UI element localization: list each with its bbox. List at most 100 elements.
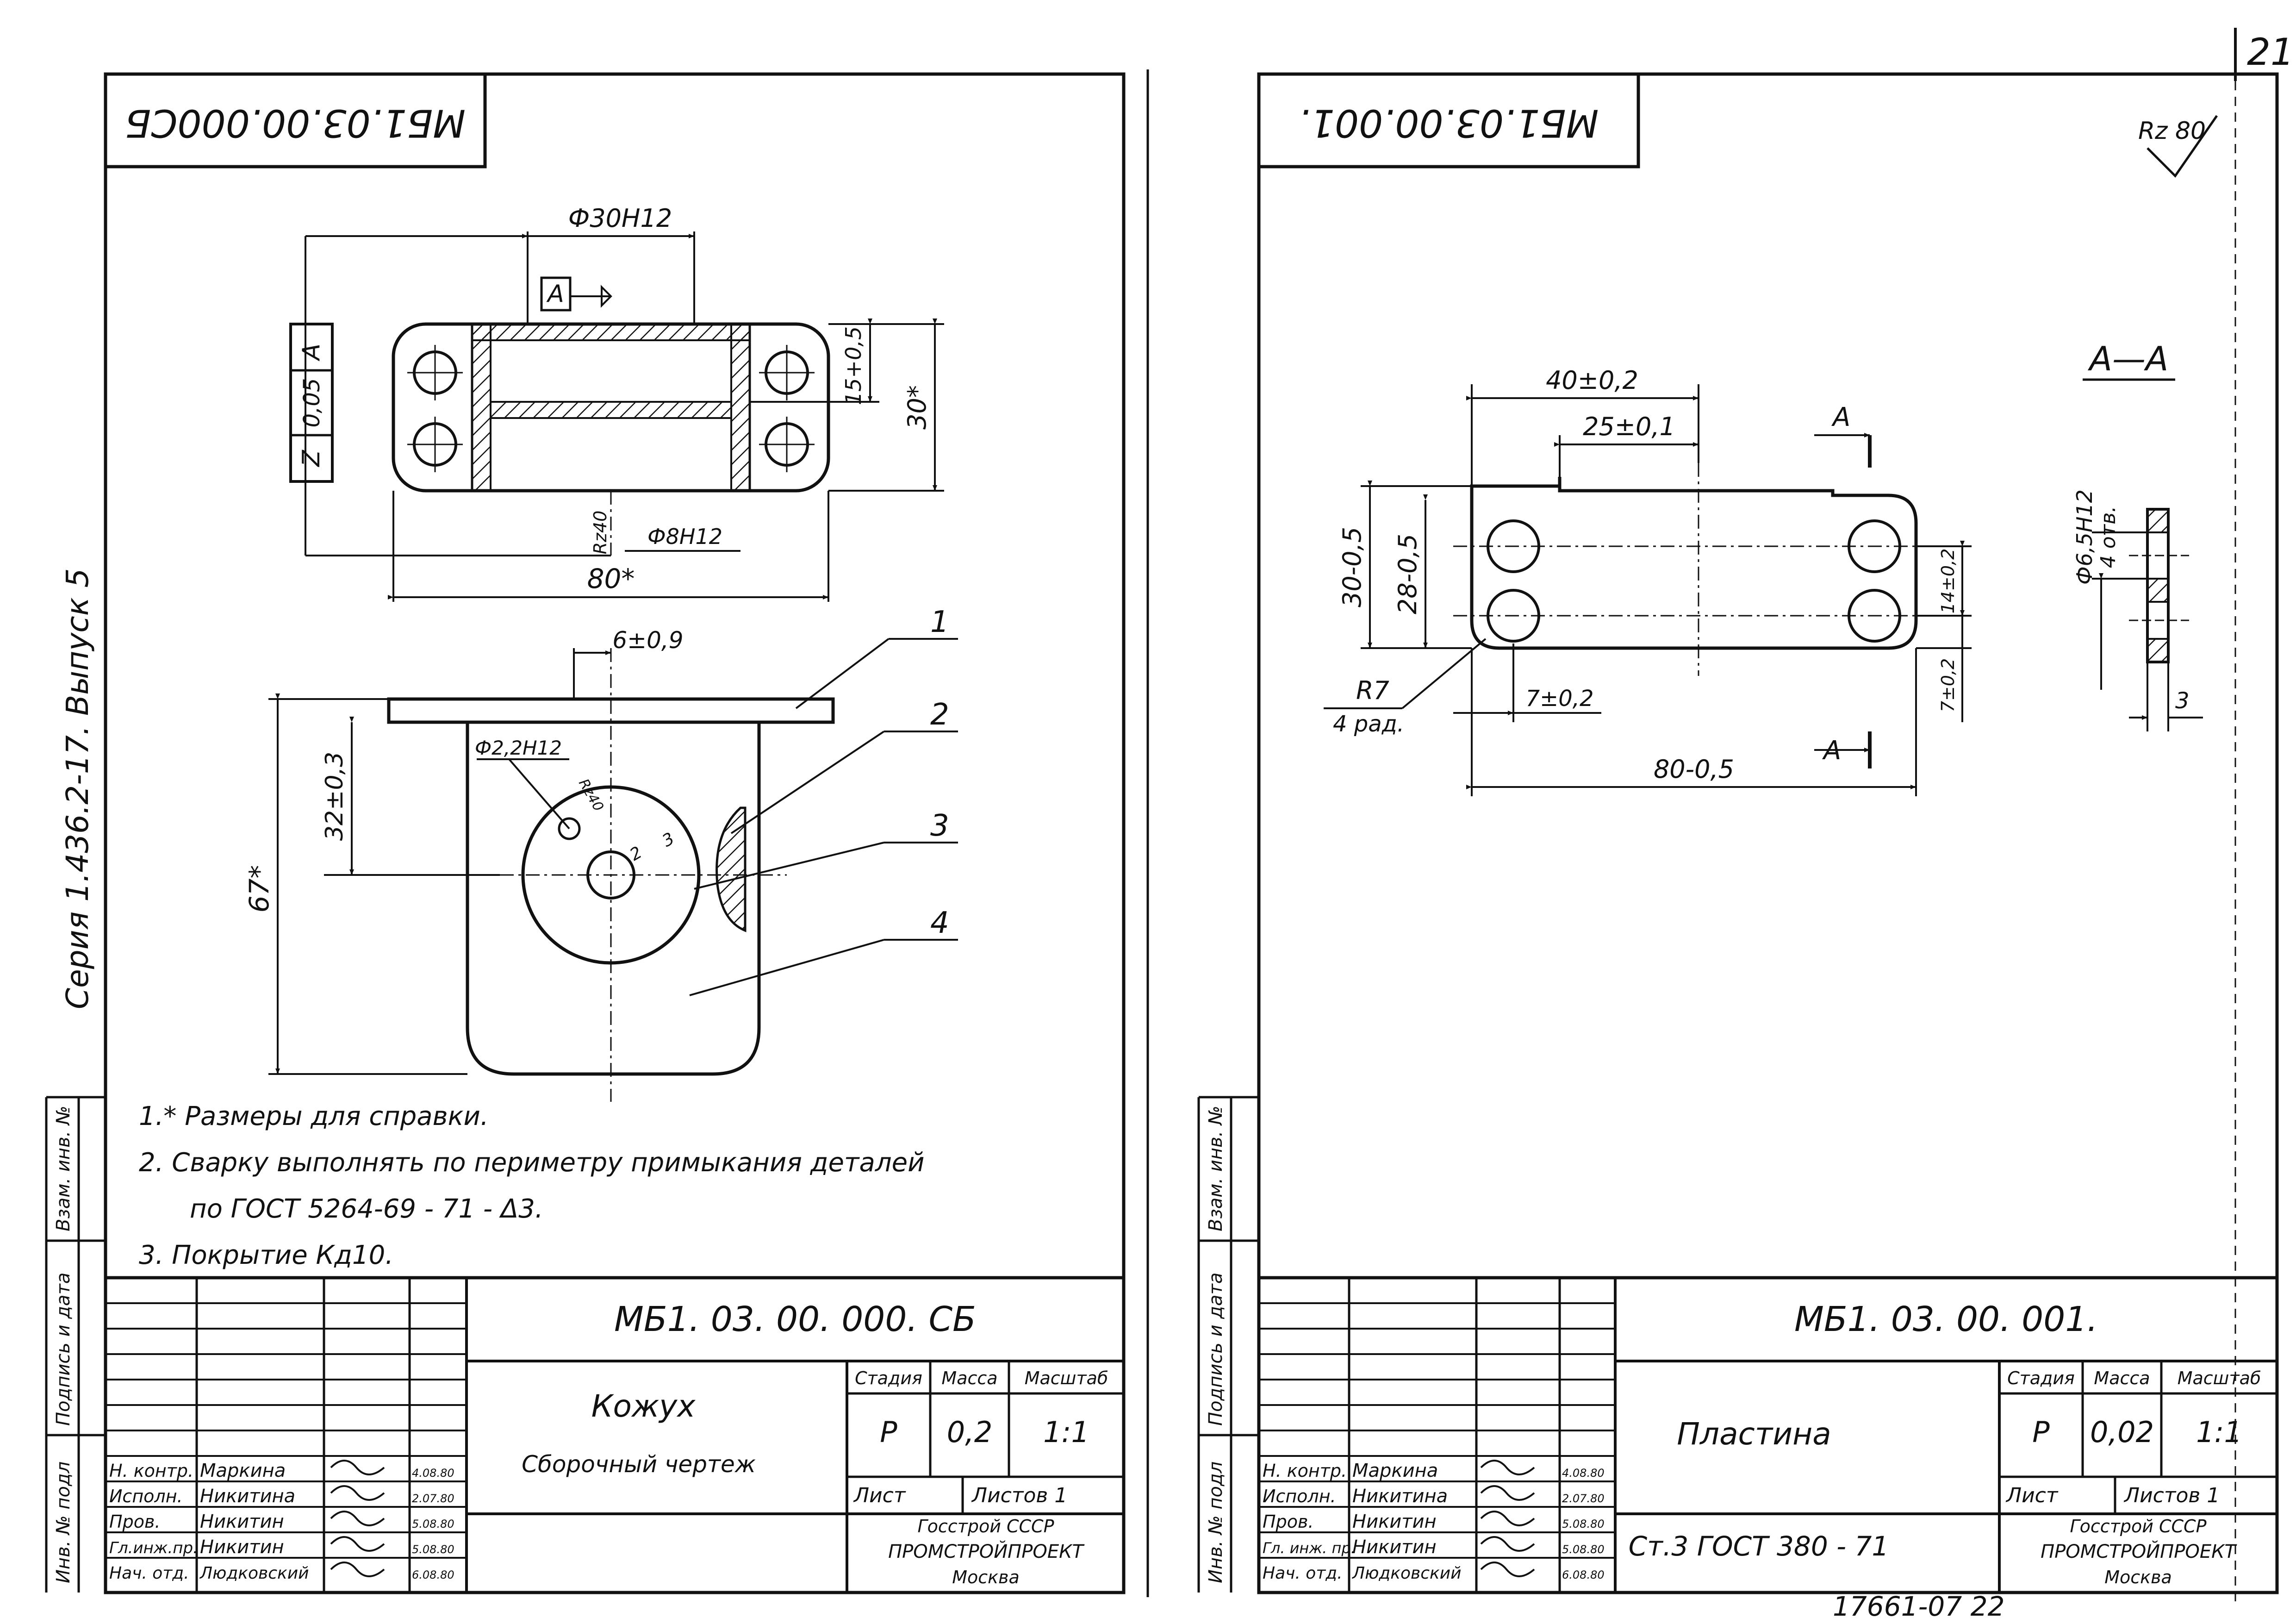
r-role-3: Гл. инж. пр. (1263, 1539, 1356, 1557)
series-label: Серия 1.436.2-17. Выпуск 5 (60, 568, 95, 1009)
dim-radius-note: 4 рад. (1333, 711, 1404, 737)
callout-3: 3 (930, 809, 949, 843)
right-sheets-label: Листов 1 (2123, 1484, 2220, 1507)
dim-28-05: 28-0,5 (1393, 534, 1422, 614)
right-side-label-1: Взам. инв. № (1205, 1106, 1226, 1231)
left-side-label-3: Инв. № подл (53, 1462, 74, 1583)
role-name-0: Маркина (200, 1460, 286, 1481)
role-1: Исполн. (109, 1486, 183, 1506)
r-role-name-1: Никитина (1352, 1486, 1448, 1507)
role-0: Н. контр. (109, 1461, 193, 1481)
right-doc-code: МБ1. 03. 00. 001. (1794, 1299, 2098, 1339)
right-stage-label: Стадия (2007, 1368, 2075, 1388)
section-view (2129, 508, 2189, 663)
dim-25: 25±0,1 (1583, 412, 1675, 441)
right-title-block: Н. контр. Маркина 4.08.80 Исполн. Никити… (1257, 1276, 2279, 1594)
dim-hole-note: 4 отв. (2097, 506, 2120, 568)
dim-80: 80-0,5 (1654, 755, 1734, 784)
note-3: 3. Покрытие Кд10. (139, 1240, 393, 1270)
section-title: А—А (2088, 339, 2169, 378)
left-sheet: МБ1.03.00.000СБ Взам. инв. № Подпись и д… (45, 72, 1126, 1594)
housing-front-view (387, 648, 835, 1102)
r-role-0: Н. контр. (1263, 1461, 1347, 1481)
dim-offset: 6±0,9 (612, 627, 683, 654)
right-mass: 0,02 (2090, 1415, 2154, 1449)
housing-top-view (392, 322, 830, 556)
dim-small-hole: Ф2,2Н12 (475, 737, 562, 759)
left-subname: Сборочный чертеж (522, 1451, 756, 1478)
role-3: Гл.инж.пр. (109, 1539, 198, 1557)
right-code-stamp-box (1257, 72, 1640, 169)
left-org2: ПРОМСТРОЙПРОЕКТ (888, 1540, 1085, 1562)
tol-sym: Z (298, 450, 325, 468)
r-role-name-0: Маркина (1352, 1460, 1438, 1481)
r-role-name-4: Людковский (1351, 1564, 1462, 1583)
r-role-name-2: Никитин (1352, 1511, 1437, 1532)
left-mass-label: Масса (941, 1368, 997, 1388)
left-scale-label: Масштаб (1025, 1368, 1108, 1388)
role-date-2: 5.08.80 (412, 1518, 454, 1530)
right-sheet: МБ1.03.00.001. Rz 80 Взам. инв. № Подпис… (1197, 72, 2279, 1622)
tol-ref: А (298, 344, 325, 362)
rz-small: Rz40 (575, 776, 607, 814)
right-sheet-label: Лист (2005, 1484, 2059, 1507)
r-role-name-3: Никитин (1352, 1537, 1437, 1558)
left-side-label-1: Взам. инв. № (53, 1106, 74, 1231)
dim-hole-65: Ф6,5Н12 (2072, 489, 2097, 585)
role-name-2: Никитин (200, 1511, 284, 1532)
dim-7v: 7±0,2 (1938, 658, 1958, 712)
role-name-1: Никитина (200, 1486, 295, 1507)
dim-15: 15+0,5 (841, 326, 866, 405)
dim-hole: Ф8Н12 (647, 524, 722, 549)
r-role-date-0: 4.08.80 (1562, 1467, 1605, 1480)
weld-3: 3 (659, 829, 678, 851)
role-date-0: 4.08.80 (412, 1467, 454, 1480)
dim-bore: Ф30Н12 (568, 204, 672, 233)
r-role-1: Исполн. (1263, 1486, 1336, 1506)
dim-thick: 3 (2175, 688, 2190, 714)
callout-4: 4 (930, 906, 949, 940)
left-sheets-label: Листов 1 (971, 1484, 1067, 1507)
callout-2: 2 (930, 698, 949, 732)
datum-a: А (546, 280, 564, 308)
plate-view (1453, 463, 1935, 676)
role-date-3: 5.08.80 (412, 1543, 454, 1556)
left-name: Кожух (591, 1388, 696, 1424)
dim-length: 80* (587, 563, 635, 594)
r-role-4: Нач. отд. (1263, 1564, 1343, 1583)
role-date-1: 2.07.80 (412, 1492, 454, 1505)
r-role-date-1: 2.07.80 (1562, 1492, 1605, 1505)
left-org3: Москва (952, 1567, 1020, 1587)
left-stage-label: Стадия (855, 1368, 922, 1388)
r-role-date-4: 6.08.80 (1562, 1568, 1605, 1581)
left-mass: 0,2 (947, 1415, 993, 1449)
left-code-stamp-box (104, 72, 487, 169)
role-name-3: Никитин (200, 1537, 284, 1558)
r-role-date-3: 5.08.80 (1562, 1543, 1605, 1556)
role-date-4: 6.08.80 (412, 1568, 454, 1581)
dim-height: 32±0,3 (321, 752, 348, 841)
left-side-label-2: Подпись и дата (53, 1273, 74, 1426)
dim-40: 40±0,2 (1546, 366, 1638, 395)
note-2-cont: по ГОСТ 5264-69 - 71 - Δ3. (190, 1194, 543, 1224)
signatures (330, 1460, 385, 1577)
left-title-block: Н. контр. Маркина 4.08.80 Исполн. Никити… (104, 1276, 1126, 1594)
r-role-date-2: 5.08.80 (1562, 1518, 1605, 1530)
section-mark-bottom: А (1822, 736, 1841, 766)
dim-total: 67* (243, 865, 275, 913)
right-mass-label: Масса (2094, 1368, 2150, 1388)
archive-number: 17661-07 22 (1833, 1591, 2004, 1622)
note-2: 2. Сварку выполнять по периметру примыка… (139, 1148, 924, 1178)
right-scale-label: Масштаб (2178, 1368, 2261, 1388)
role-2: Пров. (109, 1512, 160, 1532)
right-code-stamp: МБ1.03.00.001. (1299, 101, 1599, 145)
left-stage: Р (880, 1415, 897, 1449)
dim-30-05: 30-0,5 (1338, 527, 1367, 607)
left-code-stamp: МБ1.03.00.000СБ (125, 101, 466, 145)
right-side-label-2: Подпись и дата (1205, 1273, 1226, 1426)
section-mark-top: А (1831, 402, 1850, 432)
note-1: 1.* Размеры для справки. (139, 1101, 489, 1131)
left-sheet-label: Лист (853, 1484, 906, 1507)
right-name: Пластина (1677, 1416, 1831, 1452)
r-signatures (1480, 1460, 1535, 1577)
